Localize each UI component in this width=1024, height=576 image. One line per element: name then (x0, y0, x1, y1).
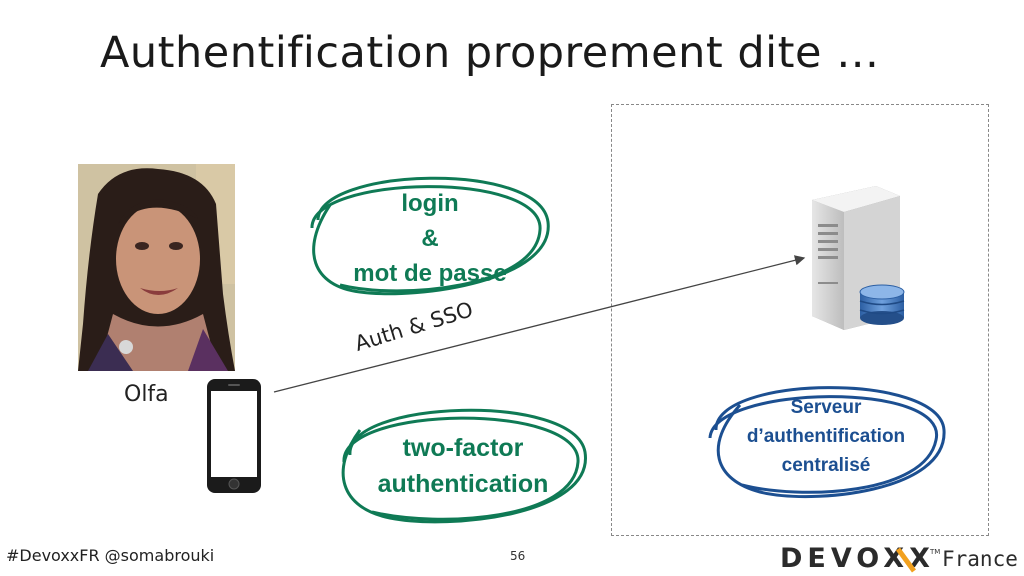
person-photo (78, 164, 235, 371)
page-number: 56 (510, 549, 526, 563)
person-name: Olfa (124, 382, 169, 407)
twofactor-note-line2: authentication (377, 470, 549, 498)
login-note: login & mot de passe (348, 186, 512, 291)
twofactor-note: two-factor authentication (368, 430, 558, 502)
slide-title: Authentification proprement dite … (100, 28, 880, 78)
twofactor-note-line1: two-factor (402, 434, 524, 462)
arrow-label: Auth & SSO (352, 297, 476, 356)
login-note-line1: login (401, 190, 459, 217)
logo-tm: TM (930, 548, 941, 556)
devoxx-france-logo: DEVOXX TM France (780, 543, 1020, 574)
footer-handle: #DevoxxFR @somabrouki (6, 546, 215, 565)
server-note-line1: Serveur (790, 397, 862, 418)
login-note-line3: mot de passe (353, 260, 507, 287)
smartphone-icon (206, 378, 262, 494)
server-icon (804, 184, 914, 334)
logo-region: France (942, 547, 1018, 571)
server-note: Serveur d’authentification centralisé (736, 393, 916, 480)
server-note-line2: d’authentification (746, 426, 906, 447)
login-note-line2: & (421, 225, 439, 252)
server-note-line3: centralisé (781, 455, 871, 476)
logo-accent-mark (896, 547, 916, 573)
